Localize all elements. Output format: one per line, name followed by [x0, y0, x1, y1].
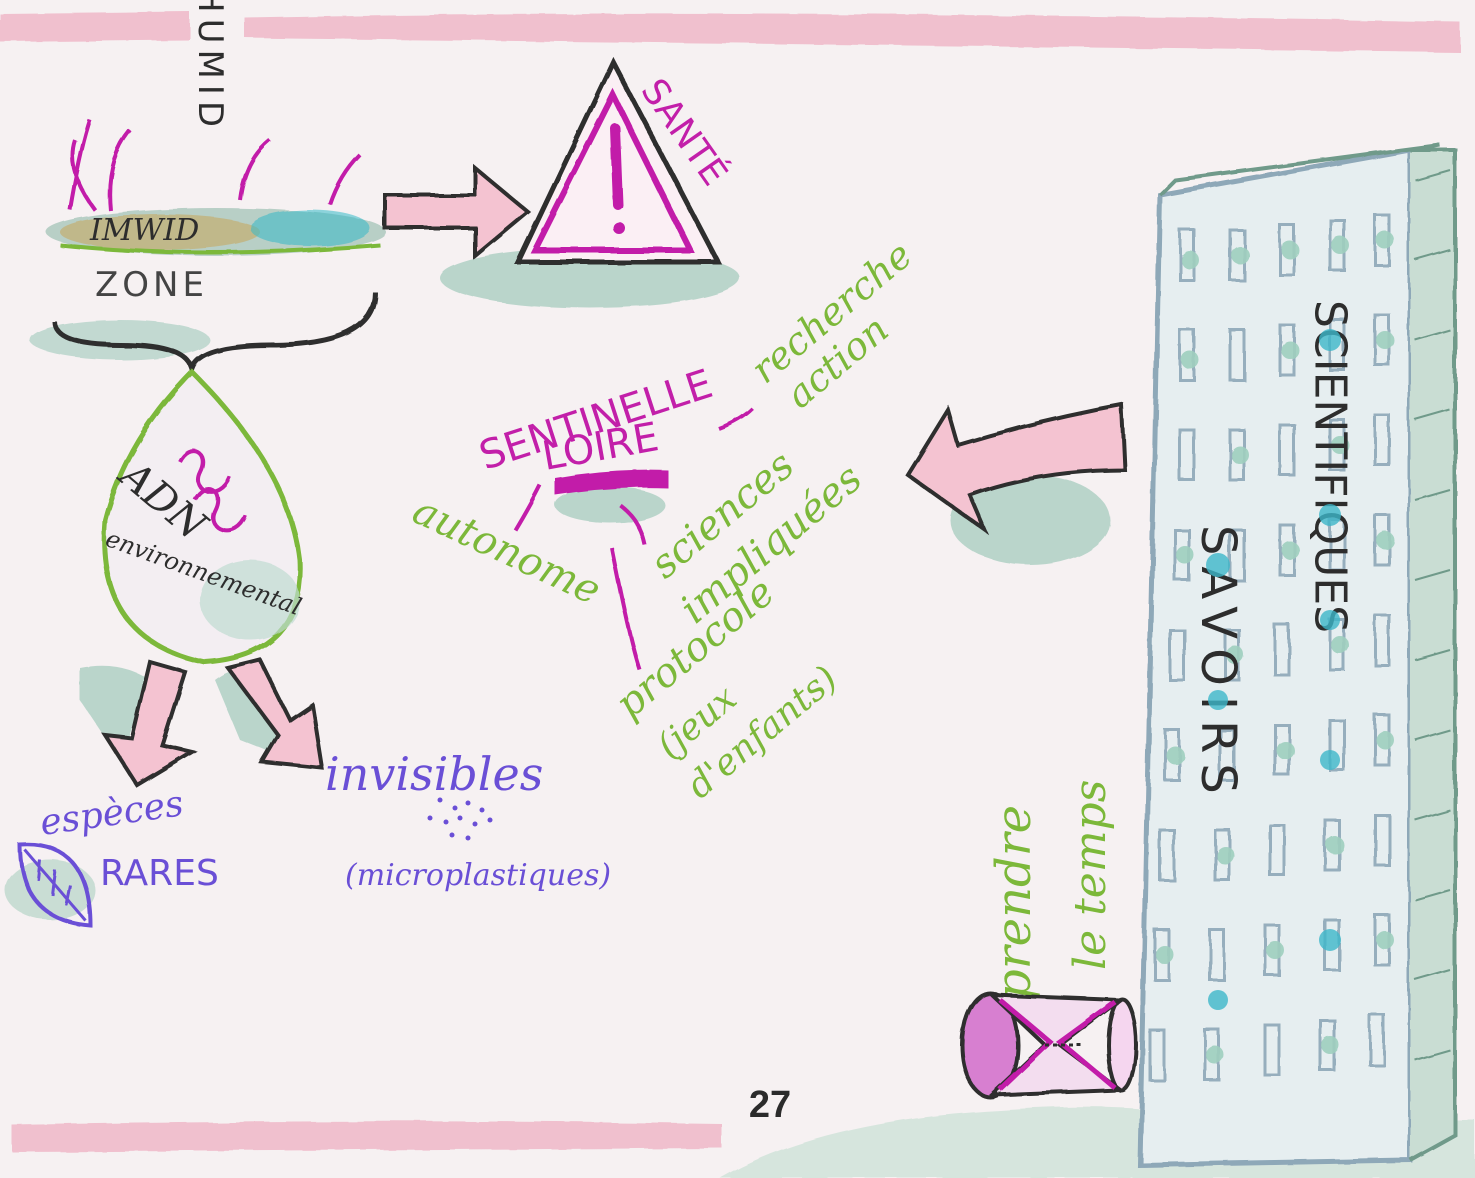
rares-label: RARES — [100, 853, 219, 894]
prendre-label: prendre — [986, 805, 1042, 1000]
savoirs-teal-accents — [1206, 329, 1341, 1010]
microplastiques-label: (microplastiques) — [345, 858, 611, 893]
sentinelle-branches — [513, 406, 754, 671]
invisibles-label: invisibles — [325, 747, 543, 801]
microplastic-dots — [427, 797, 493, 841]
warning-triangle-icon — [440, 56, 740, 308]
le-temps-label: le temps — [1065, 780, 1116, 970]
hourglass-icon — [960, 991, 1138, 1099]
arrow-from-savoirs — [905, 402, 1128, 565]
especes-label: espèces — [38, 783, 186, 844]
wetland-icon — [46, 119, 386, 256]
zone-label: ZONE — [95, 265, 208, 305]
leaf-icon — [5, 842, 95, 928]
dna-drop — [101, 368, 303, 665]
bottom-pink-band — [12, 1121, 722, 1152]
wetland-hand-label: IMWID — [89, 213, 199, 248]
top-pink-band — [245, 13, 1460, 52]
sentinelle-underline — [555, 469, 668, 523]
top-left-pink-band — [0, 12, 190, 42]
building-illustration — [1137, 143, 1457, 1168]
arrow-to-invisibles — [215, 657, 325, 771]
arrow-to-especes — [80, 659, 198, 788]
arrow-to-sante — [383, 163, 532, 261]
humid-vertical-label: HUMID — [190, 0, 230, 133]
page-number: 27 — [748, 1084, 792, 1126]
scientifiques-label: SCIENTIFIQUES — [1305, 300, 1356, 633]
curly-brace — [30, 291, 378, 377]
